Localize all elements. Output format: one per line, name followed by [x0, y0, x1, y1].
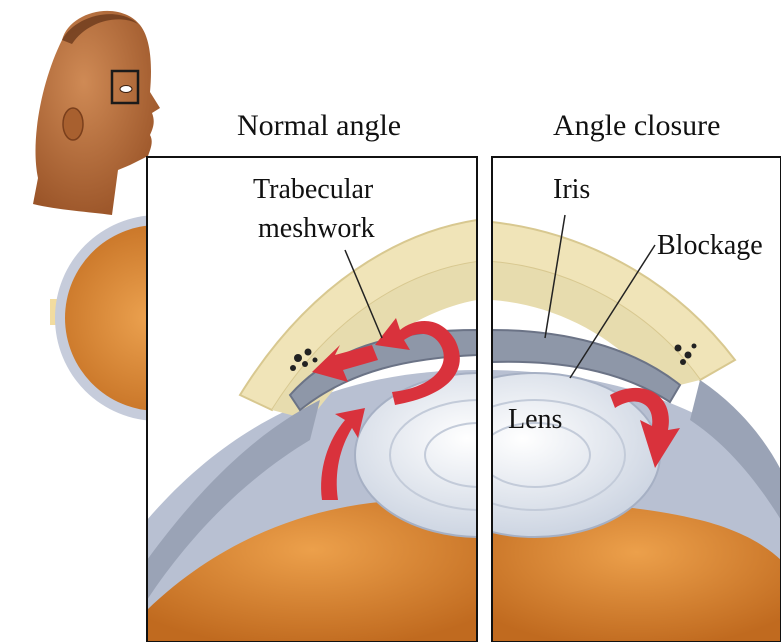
label-lens: Lens	[508, 404, 562, 435]
label-trabecular-line2: meshwork	[258, 213, 375, 244]
label-trabecular-line1: Trabecular	[253, 174, 374, 205]
head-illustration	[33, 11, 160, 215]
label-iris: Iris	[553, 174, 590, 205]
panel-title-normal: Normal angle	[237, 109, 401, 142]
panel-title-closure: Angle closure	[553, 109, 720, 142]
label-blockage: Blockage	[657, 230, 763, 261]
